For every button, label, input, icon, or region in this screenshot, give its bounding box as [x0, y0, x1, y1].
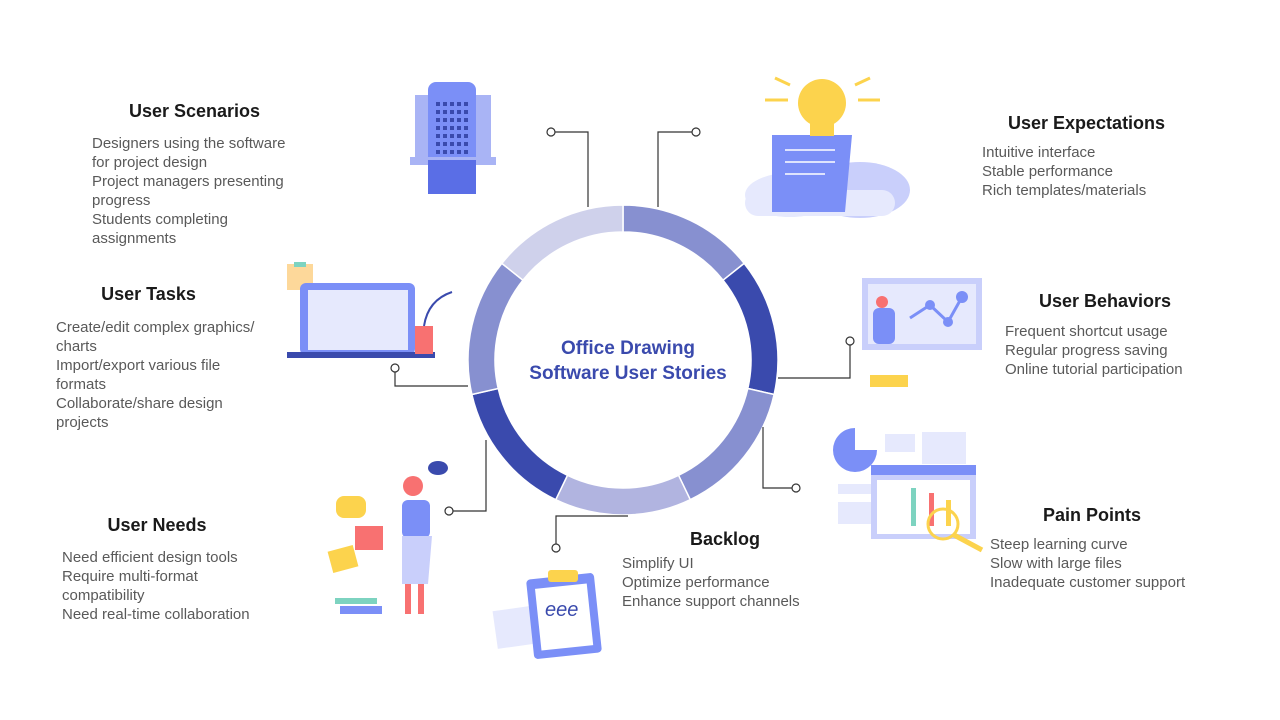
list-item: Project managers presenting progress: [92, 173, 284, 209]
list-item: Need efficient design tools: [62, 549, 238, 566]
list-item: Steep learning curve: [990, 536, 1128, 553]
connectors: [390, 127, 855, 553]
list-item: Need real-time collaboration: [62, 606, 250, 623]
list-item: Stable performance: [982, 163, 1113, 180]
window-mark: [450, 126, 454, 130]
connector-pain: [762, 427, 792, 489]
list-item: Slow with large files: [990, 555, 1122, 572]
list-item: Intuitive interface: [982, 144, 1096, 161]
window-mark: [436, 118, 440, 122]
window-mark: [450, 110, 454, 114]
connector-expectations: [657, 131, 692, 207]
window-mark: [457, 110, 461, 114]
section-user-needs: User Needs Need efficient design tools R…: [62, 514, 262, 624]
window-mark: [436, 102, 440, 106]
window-mark: [443, 110, 447, 114]
building-windows: [436, 102, 468, 154]
window-mark: [436, 150, 440, 154]
window-mark: [436, 142, 440, 146]
list-item: Enhance support channels: [622, 593, 800, 610]
section-user-scenarios: User Scenarios Designers using the softw…: [92, 100, 307, 248]
list-item: Create/edit complex graphics/ charts: [56, 319, 255, 355]
window-mark: [450, 118, 454, 122]
section-user-tasks: User Tasks Create/edit complex graphics/…: [56, 283, 271, 432]
connector-behaviors: [778, 345, 851, 379]
window-mark: [457, 118, 461, 122]
section-title: Backlog: [690, 529, 761, 549]
section-title: Pain Points: [1043, 505, 1142, 525]
window-mark: [436, 110, 440, 114]
ring-segment: [622, 204, 746, 282]
laptop-illustration: [287, 262, 453, 358]
list-item: Frequent shortcut usage: [1005, 323, 1168, 340]
window-mark: [443, 126, 447, 130]
window-mark: [443, 142, 447, 146]
window-mark: [457, 126, 461, 130]
list-item: Designers using the software for project…: [92, 135, 286, 171]
window-mark: [443, 118, 447, 122]
window-mark: [443, 150, 447, 154]
section-title: User Behaviors: [1039, 291, 1172, 311]
window-mark: [464, 110, 468, 114]
section-title: User Scenarios: [128, 101, 261, 121]
window-mark: [450, 142, 454, 146]
connector-backlog: [555, 515, 628, 544]
list-item: Regular progress saving: [1005, 342, 1168, 359]
section-title: User Needs: [107, 515, 207, 535]
list-item: Online tutorial participation: [1005, 361, 1183, 378]
ring-segment: [677, 387, 776, 501]
window-mark: [464, 150, 468, 154]
window-mark: [464, 118, 468, 122]
window-mark: [457, 150, 461, 154]
ring-segment: [500, 204, 624, 282]
ring-segment: [467, 262, 524, 396]
list-item: Import/export various file formats: [56, 357, 221, 393]
analytics-illustration: [833, 428, 984, 553]
section-user-expectations: User Expectations Intuitive interface St…: [982, 112, 1212, 200]
clipboard-illustration: eee: [492, 570, 602, 659]
ring: [467, 204, 779, 516]
section-pain-points: Pain Points Steep learning curve Slow wi…: [990, 504, 1220, 592]
window-mark: [436, 134, 440, 138]
window-mark: [443, 134, 447, 138]
presentation-illustration: [862, 278, 982, 387]
connector-needs: [453, 440, 487, 512]
window-mark: [464, 142, 468, 146]
section-backlog: Backlog Simplify UI Optimize performance…: [622, 528, 832, 611]
list-item: Optimize performance: [622, 574, 770, 591]
person-illustration: [327, 461, 448, 614]
window-mark: [464, 134, 468, 138]
list-item: Require multi-format compatibility: [62, 568, 198, 604]
section-title: User Tasks: [101, 284, 196, 304]
window-mark: [457, 102, 461, 106]
window-mark: [436, 126, 440, 130]
connector-tasks: [394, 372, 468, 387]
lightbulb-illustration: [745, 76, 910, 218]
svg-text:eee: eee: [545, 599, 578, 621]
window-mark: [450, 150, 454, 154]
list-item: Students completing assignments: [92, 211, 228, 247]
window-mark: [457, 134, 461, 138]
window-mark: [464, 126, 468, 130]
connector-scenarios: [555, 131, 589, 207]
section-user-behaviors: User Behaviors Frequent shortcut usage R…: [1005, 290, 1235, 379]
window-mark: [464, 102, 468, 106]
list-item: Collaborate/share design projects: [56, 395, 223, 431]
list-item: Inadequate customer support: [990, 574, 1186, 591]
window-mark: [443, 102, 447, 106]
window-mark: [450, 102, 454, 106]
window-mark: [450, 134, 454, 138]
window-mark: [457, 142, 461, 146]
diagram-title: Office Drawing Software User Stories: [529, 338, 727, 384]
list-item: Rich templates/materials: [982, 182, 1147, 199]
ring-segment: [554, 474, 692, 516]
section-title: User Expectations: [1008, 113, 1166, 133]
list-item: Simplify UI: [622, 555, 694, 572]
